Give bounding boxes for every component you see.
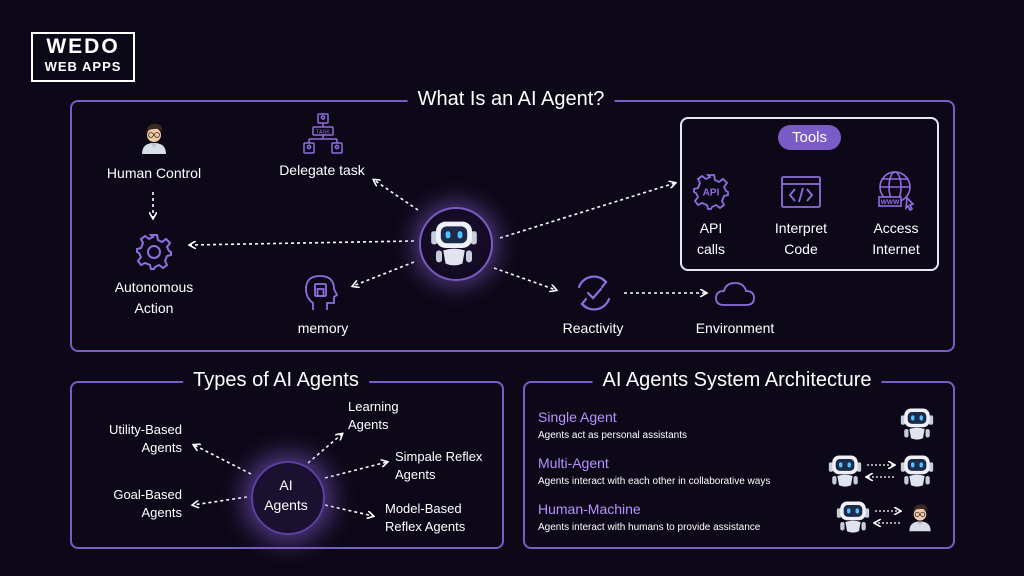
human-machine-desc: Agents interact with humans to provide a…	[538, 522, 761, 533]
goal-based-label: Goal-Based Agents	[113, 487, 182, 520]
tools-title: Tools	[778, 125, 842, 150]
memory-label: memory	[297, 320, 349, 336]
reactivity-label: Reactivity	[562, 320, 624, 336]
model-reflex-label: Model-Based Reflex Agents	[385, 501, 466, 534]
tool-access-internet-label: Access Internet	[872, 220, 920, 257]
multi-agent-desc: Agents interact with each other in colla…	[538, 476, 771, 487]
single-agent-robot-icon	[900, 408, 934, 440]
api-gear-icon: API	[693, 174, 729, 210]
logo-line-1: WEDO	[46, 35, 120, 58]
human-machine-title: Human-Machine	[538, 501, 641, 517]
code-window-icon	[781, 176, 821, 208]
ai-agents-center-label: AI Agents	[264, 477, 308, 513]
task-hierarchy-icon: TASK	[303, 113, 343, 154]
ai-agents-center-node	[251, 461, 325, 535]
refresh-check-icon	[577, 275, 611, 311]
tools-box	[680, 117, 939, 271]
architecture-panel-title: AI Agents System Architecture	[592, 369, 882, 392]
utility-based-label: Utility-Based Agents	[109, 422, 182, 455]
simple-reflex-label: Simpale Reflex Agents	[395, 449, 483, 482]
human-machine-person-icon	[908, 504, 932, 532]
logo-line-2: WEB APPS	[44, 59, 122, 74]
environment-label: Environment	[695, 320, 775, 336]
head-memory-icon	[305, 275, 339, 310]
single-agent-title: Single Agent	[538, 409, 617, 425]
tool-interpret-code-label: Interpret Code	[774, 220, 828, 257]
multi-agent-title: Multi-Agent	[538, 455, 609, 471]
svg-text:WWW: WWW	[881, 199, 900, 206]
robot-icon	[431, 221, 477, 266]
task-icon-text: TASK	[316, 130, 330, 136]
single-agent-desc: Agents act as personal assistants	[538, 430, 687, 441]
gear-icon	[136, 234, 172, 270]
person-avatar-icon	[141, 123, 167, 155]
svg-text:API: API	[703, 188, 720, 199]
ai-agent-panel-title: What Is an AI Agent?	[407, 88, 615, 111]
multi-agent-robot-icon-right	[900, 455, 934, 487]
human-control-label: Human Control	[106, 165, 202, 181]
learning-label: Learning Agents	[348, 399, 399, 432]
multi-agent-robot-icon-left	[828, 455, 862, 487]
autonomous-action-label: Autonomous Action	[114, 279, 194, 316]
delegate-task-label: Delegate task	[279, 162, 365, 178]
types-panel-title: Types of AI Agents	[183, 369, 369, 392]
cloud-icon	[715, 282, 755, 306]
human-machine-robot-icon	[836, 501, 870, 533]
brand-logo: WEDO WEB APPS	[31, 32, 135, 82]
globe-www-icon: WWW	[878, 171, 915, 212]
tool-api-calls-label: API calls	[696, 220, 725, 257]
